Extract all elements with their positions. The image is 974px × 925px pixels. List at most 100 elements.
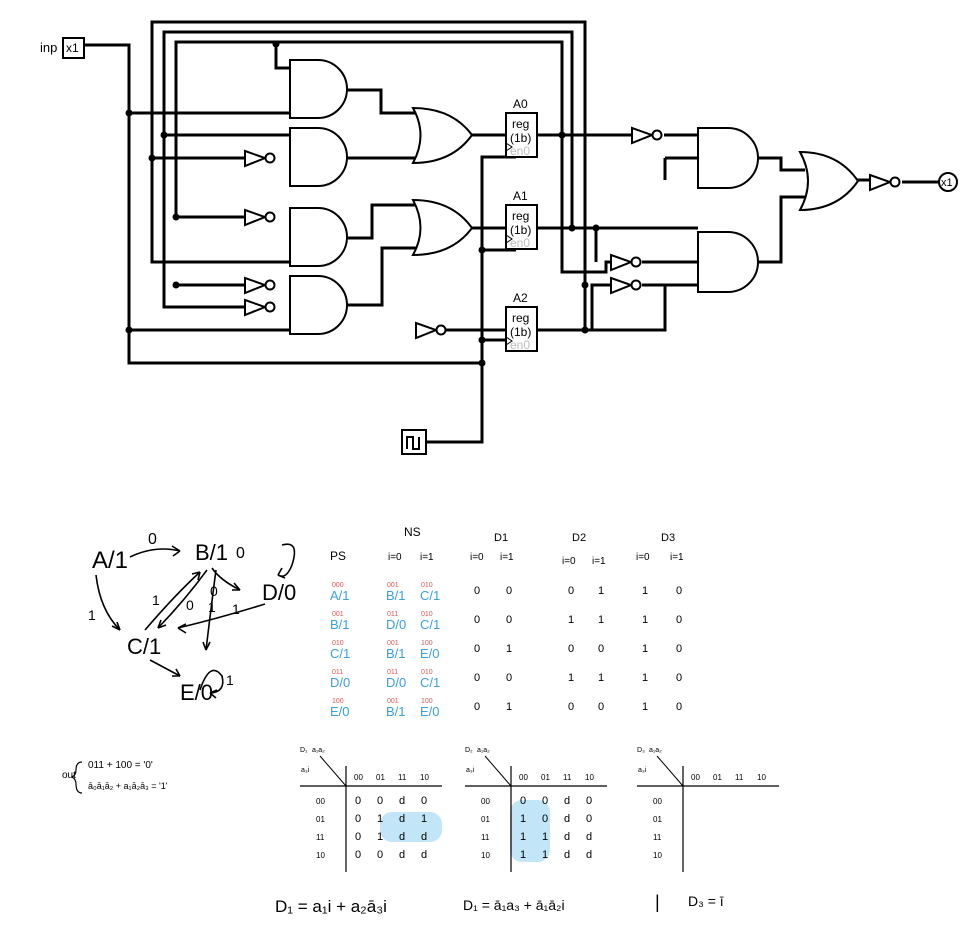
registers[interactable]: A0 reg (1b) en0 A1 reg (1b) en0 A2 reg <box>505 97 538 352</box>
kmap-col-header: 10 <box>420 773 429 782</box>
d1-i1-value: 0 <box>506 614 512 626</box>
state-transition-arrows <box>95 543 296 699</box>
not-gate-1 <box>244 149 276 168</box>
register-a0-line1: reg <box>512 117 529 131</box>
kmap-cell: d <box>399 813 405 825</box>
circuit: inp x1 <box>40 20 958 455</box>
ns-i0-code: 001 <box>387 640 399 647</box>
kmap-row-header: 00 <box>316 797 325 806</box>
state-a: A/1 <box>92 547 128 574</box>
kmap-cell: 0 <box>542 795 548 807</box>
d1-i1-header: i=1 <box>500 552 514 563</box>
ps-code: 011 <box>332 669 343 676</box>
ns-i1-code: 010 <box>421 582 433 589</box>
kmap-cell: 0 <box>355 813 361 825</box>
kmap-col-header: 00 <box>519 773 528 782</box>
d3-i0-value: 1 <box>642 614 648 626</box>
register-a1-line3: en0 <box>510 236 530 250</box>
kmap-cell: 1 <box>520 813 526 825</box>
input-pin[interactable]: x1 <box>62 37 85 59</box>
kmap-row-header: 01 <box>653 815 662 824</box>
kmap-cell: 0 <box>377 795 383 807</box>
d1-i0-value: 0 <box>474 614 480 626</box>
d2-i1-value: 1 <box>598 672 604 684</box>
kmap-row-var: a₃i <box>301 767 310 774</box>
ns-i0-state: B/1 <box>386 646 406 661</box>
kmap-title: D₂ <box>465 747 473 754</box>
edge-label-9: 1 <box>226 672 234 688</box>
ps-state: D/0 <box>330 675 350 690</box>
d1-i0-value: 0 <box>474 672 480 684</box>
or-gates-layer-1[interactable] <box>411 106 474 257</box>
wire-junctions <box>125 40 600 367</box>
kmap-col-header: 01 <box>541 773 550 782</box>
d2-header: D2 <box>572 532 586 544</box>
kmap-row-header: 11 <box>316 833 325 842</box>
kmap-col-header: 10 <box>757 773 766 782</box>
state-b: B/1 <box>195 540 228 565</box>
ns-i0-state: D/0 <box>386 675 406 690</box>
register-a0-line2: (1b) <box>510 131 531 145</box>
edge-label-1: 0 <box>148 531 157 548</box>
kmap-col-header: 10 <box>585 773 594 782</box>
output-pin[interactable]: x1 <box>938 172 958 192</box>
kmap-row-var: a₃i <box>466 767 475 774</box>
kmap-cell: d <box>421 849 427 861</box>
kmap-cell: d <box>421 831 427 843</box>
d3-i1-value: 0 <box>676 672 682 684</box>
kmap-col-var: a₁a₂ <box>477 747 490 754</box>
d2-i1-value: 0 <box>598 701 604 713</box>
ns-i0-header: i=0 <box>388 552 402 563</box>
register-a2: A2 reg (1b) en0 <box>505 291 538 352</box>
kmap-col-var: a₁a₂ <box>312 747 325 754</box>
ns-i1-code: 100 <box>421 640 433 647</box>
ns-i0-state: B/1 <box>386 588 406 603</box>
kmap-cell: 1 <box>421 813 427 825</box>
d2-i0-value: 0 <box>568 643 574 655</box>
edge-label-4: 1 <box>152 592 160 608</box>
kmap-cell: 0 <box>355 795 361 807</box>
register-a2-name: A2 <box>513 291 528 305</box>
ns-i1-code: 010 <box>421 669 433 676</box>
ns-i1-state: C/1 <box>420 675 440 690</box>
kmap-row-header: 00 <box>653 797 662 806</box>
not-gate-6 <box>631 126 663 145</box>
kmap-row-header: 01 <box>316 815 325 824</box>
d2-i1-value: 1 <box>598 585 604 597</box>
and-gates-layer-1[interactable] <box>289 59 348 335</box>
d3-i0-value: 1 <box>642 585 648 597</box>
d2-i0-value: 0 <box>568 585 574 597</box>
state-table: NS D1 D2 D3 PS i=0 i=1 i=0 i=1 i=0 i=1 i… <box>330 525 684 719</box>
d3-i1-header: i=1 <box>670 552 684 563</box>
kmap-cell: 0 <box>355 831 361 843</box>
not-gates[interactable] <box>244 126 901 340</box>
edge-label-2: 0 <box>236 545 245 562</box>
kmap-cell: d <box>564 831 570 843</box>
kmap-col-header: 11 <box>398 773 407 782</box>
kmap-col-header: 00 <box>354 773 363 782</box>
kmap-row-header: 10 <box>481 851 490 860</box>
not-gate-4 <box>244 298 276 317</box>
clock-source[interactable] <box>401 429 427 455</box>
register-a1-line2: (1b) <box>510 223 531 237</box>
out-eq-line1: 011 + 100 = '0' <box>88 760 153 771</box>
d2-i0-value: 1 <box>568 672 574 684</box>
and-gates-layer-2[interactable] <box>697 127 759 293</box>
ps-state: A/1 <box>330 588 350 603</box>
kmap-cell: d <box>399 831 405 843</box>
equation-4: D₃ = ī <box>688 893 724 909</box>
d3-i1-value: 0 <box>676 585 682 597</box>
kmap-row-header: 01 <box>481 815 490 824</box>
kmap-cell: 1 <box>520 831 526 843</box>
kmap-row-header: 10 <box>653 851 662 860</box>
ps-code: 001 <box>332 611 344 618</box>
ps-header: PS <box>330 549 346 563</box>
out-label: out <box>62 770 76 781</box>
kmap-cell: 0 <box>421 795 427 807</box>
ns-i1-code: 100 <box>421 698 433 705</box>
or-gate-output[interactable] <box>798 150 860 212</box>
d1-i1-value: 0 <box>506 672 512 684</box>
